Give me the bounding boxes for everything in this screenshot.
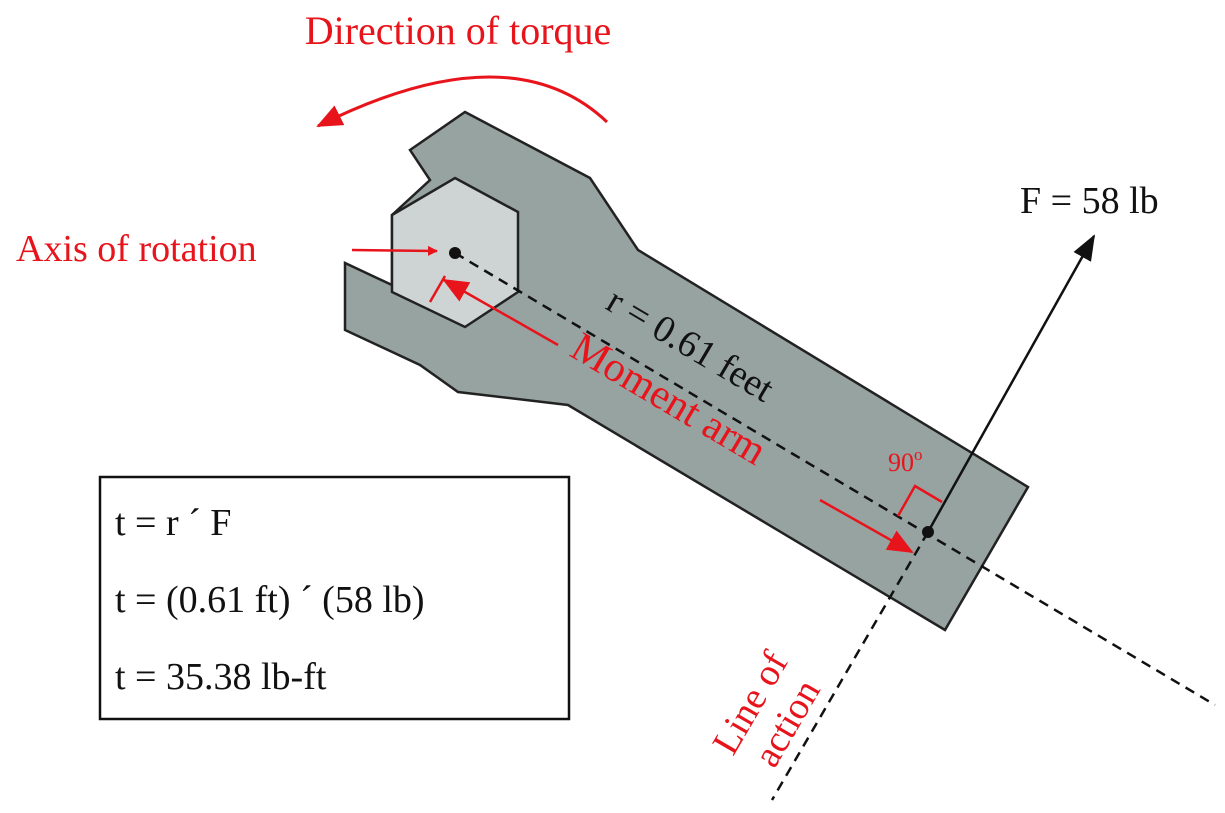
line-of-action-label: Line of action [704,644,828,774]
force-label: F = 58 lb [1020,180,1159,222]
moment-arm-arrow-upper [442,278,559,347]
moment-arm-arrow-lower [819,498,914,554]
line-of-action [770,531,930,801]
force-application-point [922,526,934,538]
right-angle-label: 90o [888,445,923,477]
direction-of-torque-label: Direction of torque [305,8,612,53]
axis-pointer-arrow [351,245,438,256]
axis-of-rotation-label: Axis of rotation [16,228,257,270]
equation-line-1: t = r ´ F [115,502,231,544]
right-angle-marker [896,484,943,517]
equation-box [98,475,571,721]
axis-point [449,247,461,259]
torque-direction-arrow [316,75,609,128]
force-arrow [926,234,1096,533]
radius-centerline [454,251,1216,707]
equation-line-2: t = (0.61 ft) ´ (58 lb) [115,579,425,621]
equation-line-3: t = 35.38 lb-ft [115,656,327,698]
